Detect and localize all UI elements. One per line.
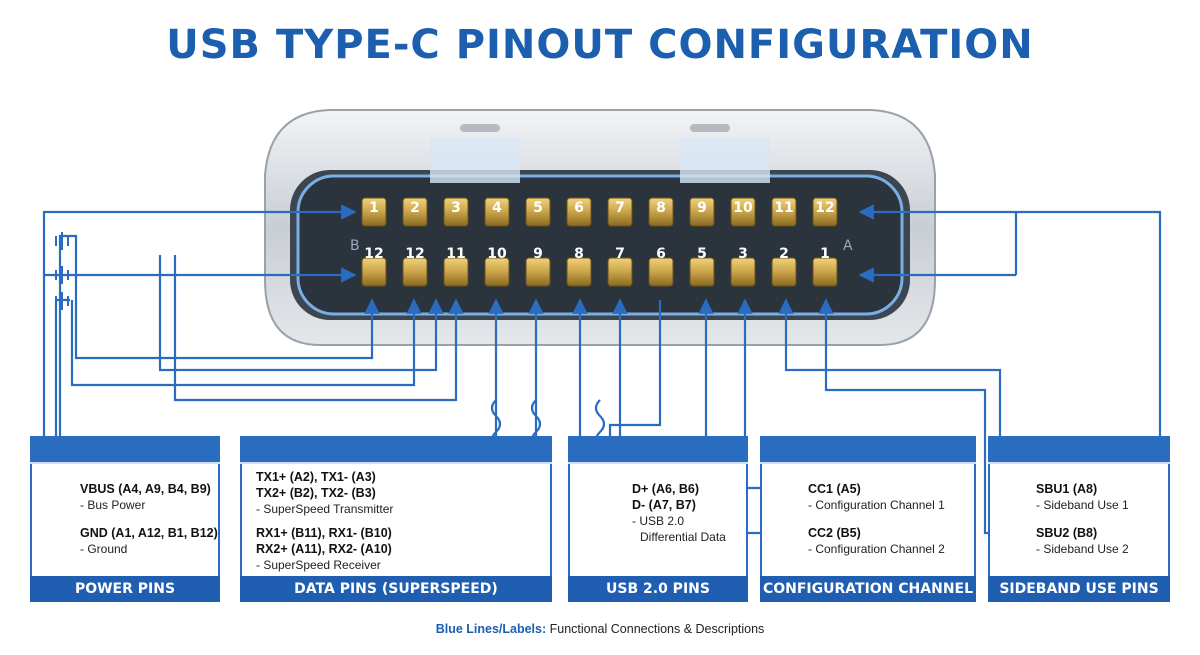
- bottom-pin-8: [648, 257, 674, 287]
- tx1-label: TX1+ (A2), TX1- (A3): [256, 470, 376, 484]
- cc-pins-panel: CONFIGURATION CHANNEL PINS: [760, 436, 976, 623]
- dplus-label: D+ (A6, B6): [632, 482, 700, 496]
- bottom-pin-number-2: 12: [405, 246, 424, 262]
- top-pin-number-7: 7: [615, 200, 625, 216]
- data-pins-footer: DATA PINS (SUPERSPEED): [240, 576, 552, 602]
- cc2-label: CC2 (B5): [808, 526, 861, 540]
- bottom-pin-number-10: 3: [738, 246, 748, 262]
- rx2-label: RX2+ (A11), RX2- (A10): [256, 542, 392, 556]
- top-pin-number-8: 8: [656, 200, 666, 216]
- bottom-pin-7: [607, 257, 633, 287]
- top-pin-number-10: 10: [733, 200, 753, 216]
- bottom-pin-5: [525, 257, 551, 287]
- gnd-description: - Ground: [80, 542, 128, 556]
- bottom-pin-9: [689, 257, 715, 287]
- usb2-pins-panel: USB 2.0 PINS: [568, 436, 748, 602]
- bottom-pin-number-8: 6: [656, 246, 666, 262]
- top-pin-8: [648, 197, 674, 227]
- sbu2-description: - Sideband Use 2: [1036, 542, 1129, 556]
- top-pin-2: [402, 197, 428, 227]
- power-pins-footer: POWER PINS: [30, 576, 220, 602]
- legend-text: Functional Connections & Descriptions: [546, 622, 765, 636]
- top-pin-7: [607, 197, 633, 227]
- top-pin-number-11: 11: [774, 200, 793, 216]
- legend: Blue Lines/Labels: Functional Connection…: [0, 622, 1200, 636]
- top-pin-number-3: 3: [451, 200, 461, 216]
- cc1-description: - Configuration Channel 1: [808, 498, 945, 512]
- bottom-pin-number-5: 9: [533, 246, 543, 262]
- bottom-pin-number-6: 8: [574, 246, 584, 262]
- gnd-label: GND (A1, A12, B1, B12): [80, 526, 218, 540]
- cc-pins-footer: CONFIGURATION CHANNEL PINS: [760, 576, 976, 623]
- top-pin-number-5: 5: [533, 200, 543, 216]
- top-pin-number-4: 4: [492, 200, 502, 216]
- tx2-label: TX2+ (B2), TX2- (B3): [256, 486, 376, 500]
- rx-description: - SuperSpeed Receiver: [256, 558, 381, 572]
- top-pin-9: [689, 197, 715, 227]
- top-pin-1: [361, 197, 387, 227]
- top-pin-5: [525, 197, 551, 227]
- bottom-pin-row: 12 12 11 10 9 8 7 6 5 3 2 1: [361, 246, 838, 287]
- sbu-pins-panel: SIDEBAND USE PINS: [988, 436, 1170, 602]
- top-pin-number-12: 12: [815, 200, 834, 216]
- bottom-pin-number-1: 12: [364, 246, 383, 262]
- bottom-pin-2: [402, 257, 428, 287]
- sbu2-label: SBU2 (B8): [1036, 526, 1098, 540]
- side-a-label: A: [843, 238, 853, 254]
- bottom-pin-number-12: 1: [820, 246, 830, 262]
- sbu1-label: SBU1 (A8): [1036, 482, 1098, 496]
- top-pin-number-2: 2: [410, 200, 420, 216]
- rx1-label: RX1+ (B11), RX1- (B10): [256, 526, 392, 540]
- side-b-label: B: [350, 238, 360, 254]
- top-pin-number-6: 6: [574, 200, 584, 216]
- diagram-title: USB TYPE-C PINOUT CONFIGURATION: [166, 22, 1034, 68]
- top-pin-4: [484, 197, 510, 227]
- legend-key: Blue Lines/Labels:: [435, 622, 547, 636]
- sbu1-description: - Sideband Use 1: [1036, 498, 1129, 512]
- sbu-pins-footer: SIDEBAND USE PINS: [988, 576, 1170, 602]
- top-pin-number-9: 9: [697, 200, 707, 216]
- cc1-label: CC1 (A5): [808, 482, 861, 496]
- usb2-pins-footer: USB 2.0 PINS: [568, 576, 748, 602]
- vbus-label: VBUS (A4, A9, B4, B9): [80, 482, 211, 496]
- usb2-description-1: - USB 2.0: [632, 514, 685, 528]
- bottom-pin-number-7: 7: [615, 246, 625, 262]
- power-pins-panel: POWER PINS: [30, 436, 220, 602]
- bottom-pin-number-4: 10: [487, 246, 507, 262]
- data-pins-panel: DATA PINS (SUPERSPEED): [240, 436, 552, 602]
- bottom-pin-4: [484, 257, 510, 287]
- bottom-pin-number-11: 2: [779, 246, 789, 262]
- top-pin-11: [771, 197, 797, 227]
- top-pin-6: [566, 197, 592, 227]
- top-pin-number-1: 1: [369, 200, 379, 216]
- bottom-pin-1: [361, 257, 387, 287]
- tx-description: - SuperSpeed Transmitter: [256, 502, 394, 516]
- top-pin-12: [812, 197, 838, 227]
- cc2-description: - Configuration Channel 2: [808, 542, 945, 556]
- usb2-description-2: Differential Data: [640, 530, 726, 544]
- bottom-pin-11: [771, 257, 797, 287]
- bottom-pin-10: [730, 257, 756, 287]
- top-pin-10: [730, 197, 756, 227]
- top-pin-3: [443, 197, 469, 227]
- dminus-label: D- (A7, B7): [632, 498, 696, 512]
- connector-shell: B A: [264, 109, 936, 346]
- vbus-description: - Bus Power: [80, 498, 146, 512]
- bottom-pin-3: [443, 257, 469, 287]
- bottom-pin-number-9: 5: [697, 246, 707, 262]
- bottom-pin-12: [812, 257, 838, 287]
- bottom-pin-6: [566, 257, 592, 287]
- bottom-pin-number-3: 11: [446, 246, 465, 262]
